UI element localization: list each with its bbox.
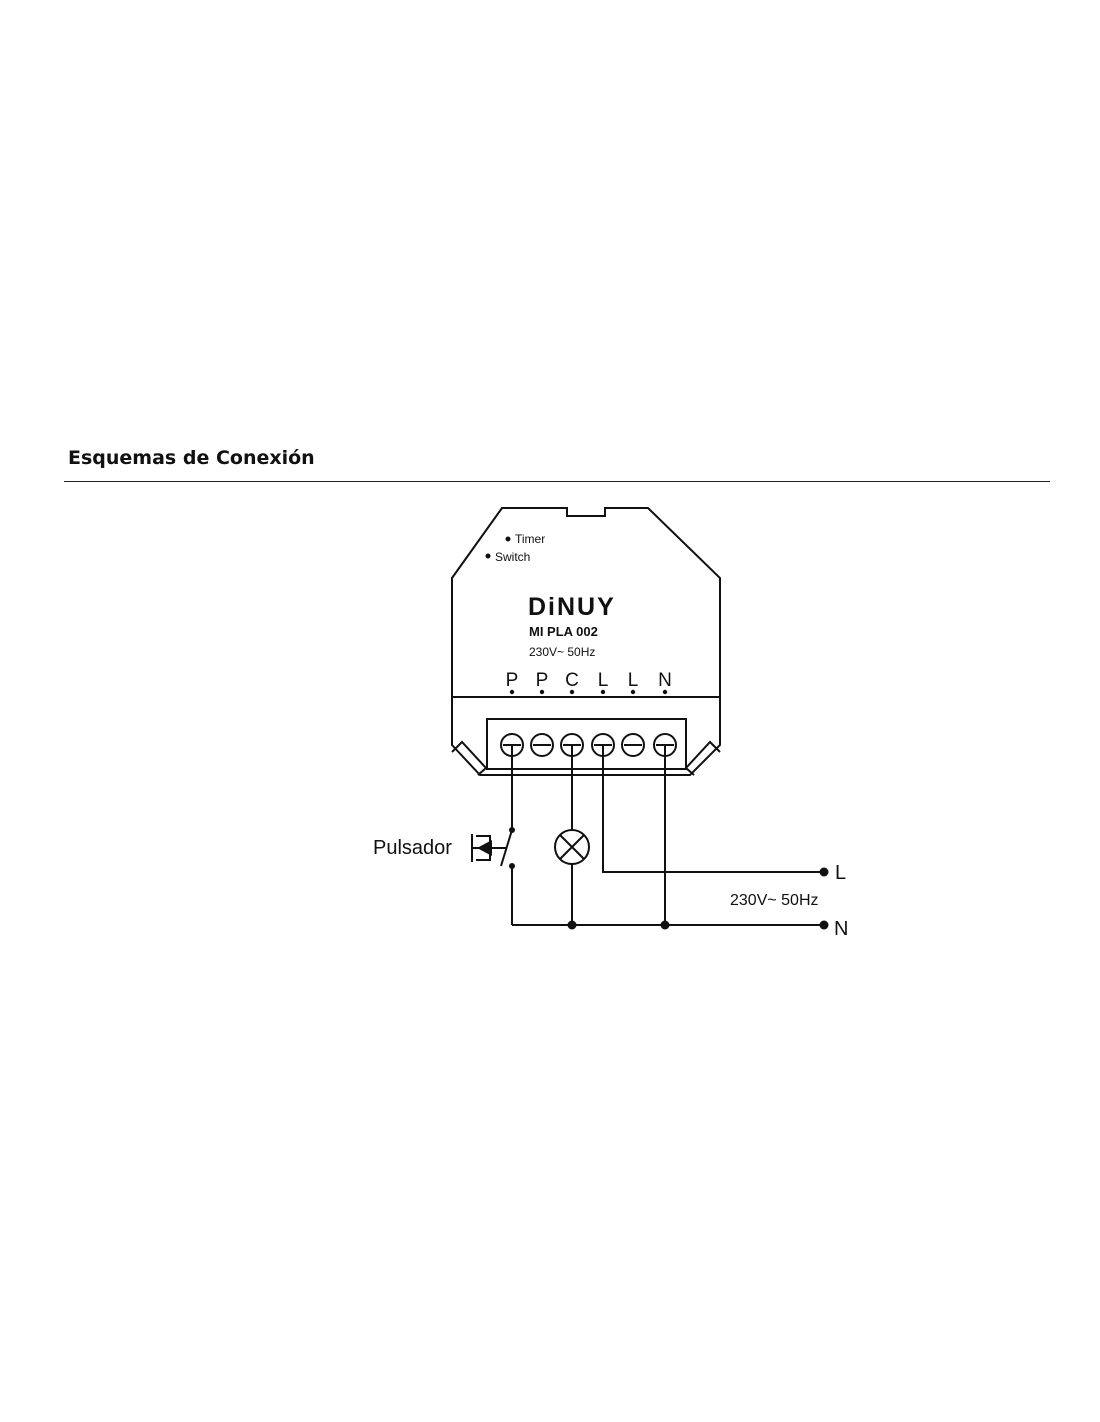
timer-label: Timer [515, 532, 545, 546]
button-node-bottom [509, 863, 515, 869]
terminal-block [486, 718, 687, 770]
supply-rating-label: 230V~ 50Hz [730, 892, 819, 909]
timer-dot [505, 536, 511, 542]
line-label: L [835, 862, 846, 884]
screw-terminal-l2 [621, 733, 645, 757]
switch-label: Switch [495, 550, 530, 564]
wire-line-l [602, 745, 824, 873]
terminal-label-p2: P [536, 670, 549, 691]
device-rating: 230V~ 50Hz [529, 645, 595, 659]
section-divider [64, 481, 1050, 482]
pushbutton-arrow-icon [477, 840, 492, 856]
terminal-label-l1: L [598, 670, 609, 691]
terminal-label-p1: P [506, 670, 519, 691]
section-title: Esquemas de Conexión [68, 447, 315, 469]
corner-clip-left [451, 740, 488, 776]
switch-dot [485, 553, 491, 559]
brand-logo: DiNUY [528, 593, 616, 621]
pushbutton-contact [500, 829, 513, 867]
terminal-end-n [819, 920, 829, 930]
junction-neutral-n [660, 920, 670, 930]
terminal-label-c: C [565, 670, 579, 691]
button-node-top [509, 827, 515, 833]
screw-terminal-p2 [530, 733, 554, 757]
terminal-end-l [819, 867, 829, 877]
model-name: MI PLA 002 [529, 624, 598, 639]
terminal-label-n: N [658, 670, 672, 691]
terminal-label-dots [509, 689, 668, 695]
terminal-label-l2: L [628, 670, 639, 691]
lamp-icon [554, 829, 590, 865]
junction-neutral-lamp [567, 920, 577, 930]
neutral-label: N [834, 918, 848, 940]
device-housing [451, 507, 721, 776]
pushbutton-label: Pulsador [373, 837, 452, 859]
corner-clip-right [684, 740, 721, 776]
